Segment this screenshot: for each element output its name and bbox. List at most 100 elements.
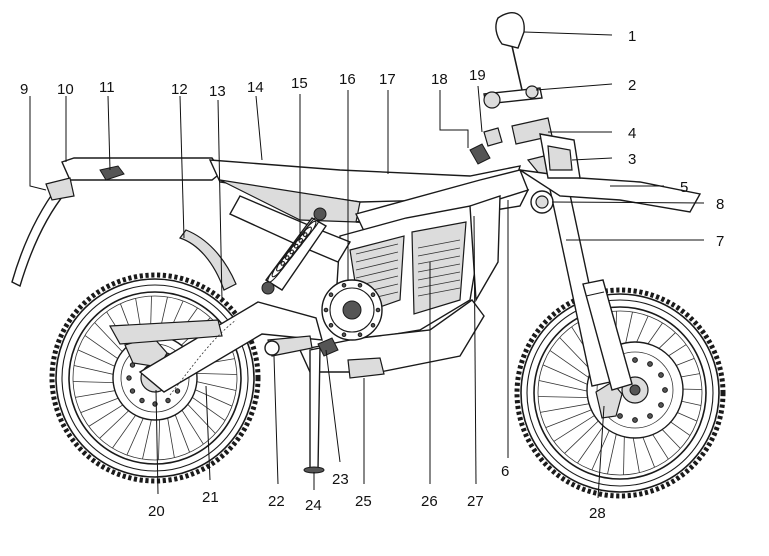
disc-hole xyxy=(662,387,668,393)
fork-seal xyxy=(585,291,605,297)
shock-lower-mount xyxy=(261,281,275,295)
charge-port xyxy=(469,143,491,165)
front-tire-sidewall xyxy=(526,299,714,487)
rear-tire-tread xyxy=(49,272,261,484)
label-1: 1 xyxy=(628,28,636,45)
front-rim-outer xyxy=(533,306,707,480)
part-labels: 1 2 3 4 5 6 7 8 9 10 11 12 13 14 15 16 1… xyxy=(20,28,724,522)
leader-21 xyxy=(205,385,211,481)
leader-12 xyxy=(179,95,185,239)
label-11: 11 xyxy=(99,79,115,96)
brake-pedal-pivot xyxy=(264,340,280,356)
leader-11 xyxy=(107,95,111,171)
disc-hole xyxy=(647,413,653,419)
rear-fender-assembly xyxy=(11,157,237,291)
label-5: 5 xyxy=(680,179,688,196)
rear-rim-outer xyxy=(68,291,242,465)
tail-light xyxy=(99,165,125,181)
label-27: 27 xyxy=(467,493,484,510)
headlight-lens xyxy=(547,145,573,171)
leader-3 xyxy=(571,157,613,161)
leader-19 xyxy=(477,85,483,133)
label-19: 19 xyxy=(469,67,486,84)
leader-28 xyxy=(597,405,605,499)
key-switch xyxy=(483,127,503,147)
vent-slat xyxy=(417,239,461,249)
disc-hole xyxy=(174,388,181,394)
lever-pivot xyxy=(525,85,539,99)
shock-upper-mount xyxy=(313,207,327,221)
label-13: 13 xyxy=(209,83,226,100)
label-16: 16 xyxy=(339,71,356,88)
leader-2 xyxy=(535,83,613,91)
disc-hole xyxy=(357,332,363,338)
disc-hole xyxy=(126,375,132,381)
leader-23 xyxy=(325,349,341,463)
vent-slat xyxy=(417,279,461,289)
label-10: 10 xyxy=(57,81,74,98)
label-28: 28 xyxy=(589,505,606,522)
disc-hole xyxy=(375,307,381,313)
label-7: 7 xyxy=(716,233,724,250)
drive-chain xyxy=(169,319,237,396)
vent-slat xyxy=(355,267,399,279)
motor-bolts xyxy=(323,283,381,338)
handlebar-assembly xyxy=(469,12,554,214)
mirror xyxy=(495,12,525,49)
fork-lower-leg xyxy=(582,279,633,391)
motor-sprocket xyxy=(342,300,362,320)
rear-shock xyxy=(261,207,328,295)
chain-guard xyxy=(109,319,223,345)
disc-hole xyxy=(617,413,623,419)
rear-tire-sidewall xyxy=(61,284,249,472)
disc-hole xyxy=(357,283,363,288)
label-20: 20 xyxy=(148,503,165,520)
leader-1 xyxy=(523,31,613,36)
stand-and-pegs xyxy=(264,335,385,474)
disc-hole xyxy=(370,323,376,328)
label-24: 24 xyxy=(305,497,322,514)
license-plate-holder xyxy=(11,185,68,287)
label-2: 2 xyxy=(628,77,636,94)
front-axle xyxy=(629,384,641,396)
label-8: 8 xyxy=(716,196,724,213)
label-4: 4 xyxy=(628,125,636,142)
label-18: 18 xyxy=(431,71,448,88)
vent-slat xyxy=(417,263,461,273)
leader-lines xyxy=(29,31,705,499)
frame-lower-cradle xyxy=(298,299,485,373)
front-tire-tread xyxy=(514,287,726,499)
rear-fender-top xyxy=(61,157,223,181)
leader-8 xyxy=(551,201,705,204)
vent-slat xyxy=(417,287,461,297)
rear-reflector-mount xyxy=(45,177,75,201)
disc-hole xyxy=(328,292,334,298)
label-14: 14 xyxy=(247,79,264,96)
vent-slat xyxy=(417,271,461,281)
front-wheel xyxy=(514,287,726,499)
footpeg xyxy=(347,357,385,379)
front-brake-caliper xyxy=(595,381,623,419)
vent-slat xyxy=(355,251,399,263)
motor-cover xyxy=(329,287,375,333)
disc-hole xyxy=(658,402,664,408)
label-9: 9 xyxy=(20,81,28,98)
label-17: 17 xyxy=(379,71,396,88)
mirror-stem xyxy=(511,45,523,91)
label-21: 21 xyxy=(202,489,219,506)
disc-hole xyxy=(139,397,145,404)
front-reflector-lens xyxy=(535,195,549,209)
front-rim-inner xyxy=(537,310,703,476)
vent-slat xyxy=(417,255,461,265)
front-disc-inner-ring xyxy=(596,351,674,429)
disc-hole xyxy=(370,292,376,298)
label-22: 22 xyxy=(268,493,285,510)
leader-9 xyxy=(29,96,47,191)
disc-hole xyxy=(323,307,329,313)
leader-20 xyxy=(155,389,159,495)
throttle-grip xyxy=(483,91,501,109)
kickstand xyxy=(309,347,321,471)
vent-slat xyxy=(355,259,399,271)
stand-spring-mount xyxy=(317,337,339,357)
